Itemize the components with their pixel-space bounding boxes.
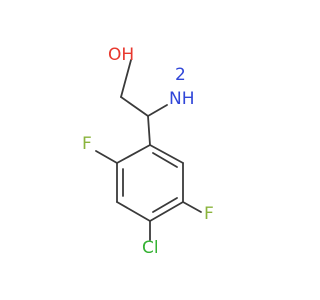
bond-ring-f-upper: [95, 150, 118, 164]
atom-f-lower-label: F: [204, 204, 214, 224]
bond-ring-4-5: [116, 201, 151, 222]
atom-nh2-subscript: 2: [175, 65, 186, 85]
bond-ring-6-1: [116, 144, 151, 164]
atom-cl-label: Cl: [142, 238, 159, 258]
bond-ch2-cα: [120, 96, 149, 117]
bond-ring-3-4: [149, 201, 184, 222]
bond-ring-double-b: [152, 197, 178, 213]
bond-ring-double-a: [152, 152, 178, 168]
atom-oh-label: OH: [108, 45, 134, 65]
bond-group: [95, 59, 202, 241]
bond-cα-ring: [147, 115, 151, 146]
molecule-diagram: OH NH 2 F F Cl: [82, 45, 214, 258]
atom-nh2-main: NH: [169, 89, 195, 109]
atom-f-upper-label: F: [82, 134, 92, 154]
bond-ring-f-lower: [182, 201, 202, 213]
atom-nh2-label: NH: [169, 89, 195, 109]
bond-ring-1-2: [149, 144, 184, 164]
bond-o-ch2: [120, 59, 132, 98]
bond-cα-n: [147, 104, 168, 117]
